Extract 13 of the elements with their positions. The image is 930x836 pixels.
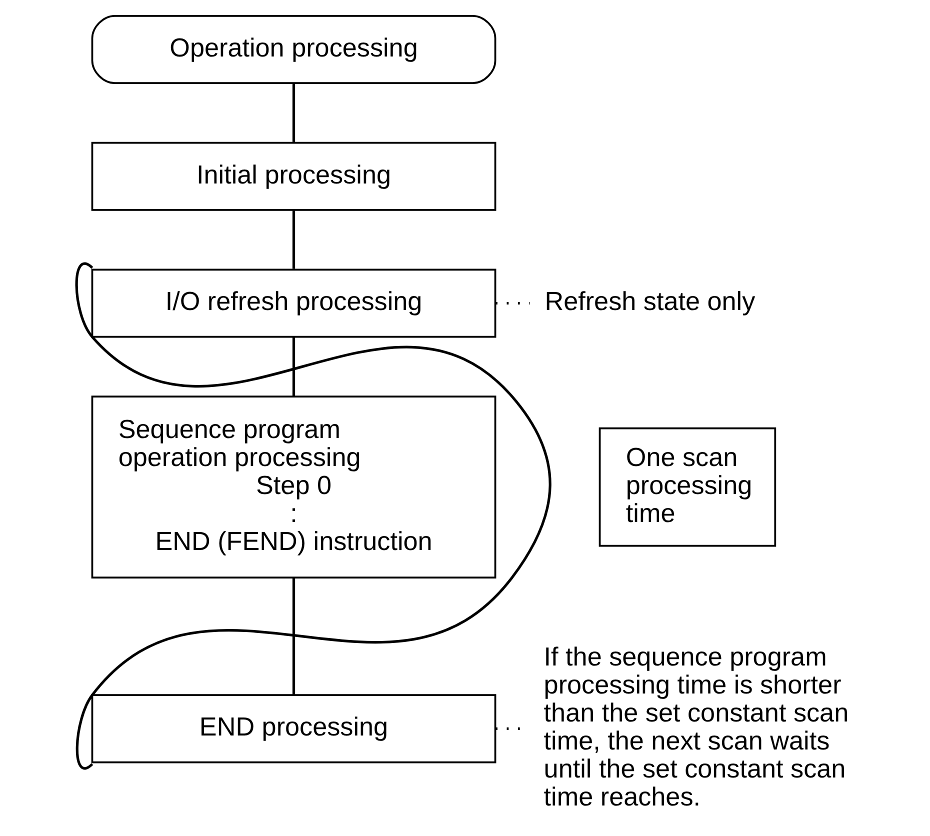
- node-box: I/O refresh processing: [91, 268, 496, 338]
- connector: [292, 337, 296, 396]
- node-box: Initial processing: [91, 142, 496, 211]
- connector: [292, 84, 296, 142]
- node-label: If the sequence program processing time is shorter than the set constant scan time, the next scan waits until the set constant scan time reaches.: [544, 642, 849, 812]
- connector: [76, 264, 552, 768]
- node-box: END processing: [91, 694, 496, 764]
- connector: [292, 578, 296, 695]
- node-box: Operation processing: [91, 14, 496, 84]
- node-label: Refresh state only: [544, 286, 756, 316]
- node-box: One scan processing time: [598, 427, 776, 547]
- connector: [292, 210, 296, 269]
- node-box: Sequence program operation processing Step 0 : END (FEND) instruction: [91, 396, 496, 578]
